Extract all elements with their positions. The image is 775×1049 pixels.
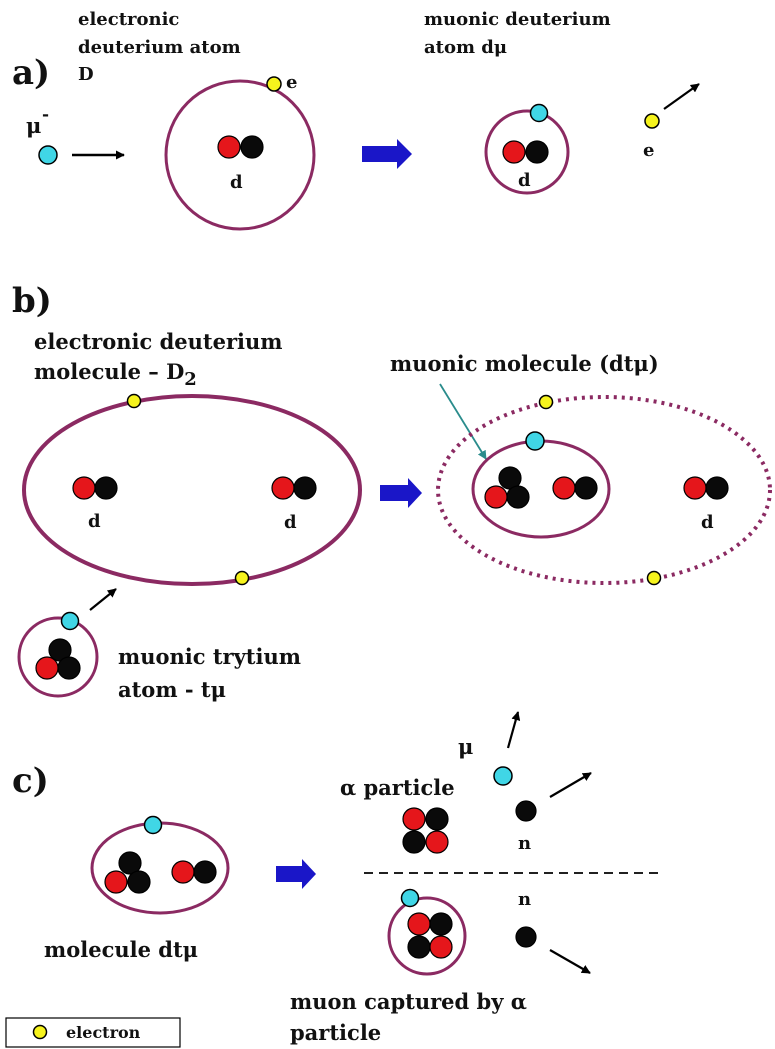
free-neutron	[515, 800, 537, 822]
muon-label: μ	[26, 113, 41, 138]
proton-nucleon	[429, 935, 453, 959]
muon-orbit	[484, 109, 570, 195]
ejected-electron-label: e	[643, 140, 654, 161]
muon-particle	[38, 145, 58, 165]
deuteron-label: d	[701, 512, 714, 533]
proton-nucleon	[683, 476, 707, 500]
neutron-nucleon	[402, 830, 426, 854]
legend-electron-icon	[32, 1024, 48, 1040]
neutron-escape-arrow	[549, 772, 592, 798]
proton-nucleon	[72, 476, 96, 500]
muonic-deuterium-label-line2: atom dμ	[424, 37, 507, 58]
bound-muon	[529, 103, 549, 123]
muon-escape-arrow	[506, 711, 521, 749]
neutron-label: n	[518, 833, 531, 854]
muon-charge: -	[42, 105, 49, 125]
free-muon	[493, 766, 513, 786]
deuteron-label: d	[518, 170, 531, 191]
neutron-nucleon	[240, 135, 264, 159]
deuterium-atom-label-line1: electronic	[78, 9, 179, 30]
electron-particle	[234, 570, 250, 586]
neutron-nucleon	[574, 476, 598, 500]
dashed-electron-cloud	[436, 395, 772, 585]
d2-electron-cloud	[22, 394, 362, 586]
legend-electron-label: electron	[66, 1023, 141, 1042]
electron-particle	[266, 76, 282, 92]
deuteron-label: d	[230, 172, 243, 193]
neutron-nucleon	[506, 485, 530, 509]
panel-c: c) molecule dtμ α particle μ n n	[12, 711, 662, 1045]
panel-a: a) electronic deuterium atom D μ - e d m…	[12, 9, 700, 231]
proton-nucleon	[407, 912, 431, 936]
transition-arrow	[380, 478, 422, 508]
neutron-nucleon	[57, 656, 81, 680]
bound-muon	[60, 611, 80, 631]
free-muon-label: μ	[458, 734, 473, 759]
muonic-tritium-orbit	[17, 616, 99, 698]
neutron-nucleon	[293, 476, 317, 500]
electron-particle	[126, 393, 142, 409]
captured-muon	[400, 888, 420, 908]
deuterium-atom-label-line3: D	[78, 64, 94, 85]
muonic-deuterium-label-line1: muonic deuterium	[424, 9, 611, 30]
electron-particle	[646, 570, 662, 586]
panel-c-letter: c)	[12, 761, 49, 801]
neutron-nucleon	[525, 140, 549, 164]
neutron-nucleon	[425, 807, 449, 831]
neutron-nucleon	[94, 476, 118, 500]
muonic-tritium-label-line1: muonic trytium	[118, 644, 301, 669]
neutron-escape-arrow	[549, 949, 591, 974]
proton-nucleon	[271, 476, 295, 500]
proton-nucleon	[484, 485, 508, 509]
transition-arrow	[276, 859, 316, 889]
callout-arrow	[439, 383, 487, 460]
muonic-tritium-label-line2: atom - tμ	[118, 677, 226, 702]
proton-nucleon	[502, 140, 526, 164]
electron-orbit	[164, 79, 316, 231]
d2-molecule-label-line2: molecule – D2	[34, 359, 197, 390]
panel-b: b) electronic deuterium molecule – D2 d …	[12, 281, 772, 702]
transition-arrow	[362, 139, 412, 169]
neutron-nucleon	[127, 870, 151, 894]
free-neutron	[515, 926, 537, 948]
bound-muon	[525, 431, 545, 451]
proton-nucleon	[35, 656, 59, 680]
panel-a-letter: a)	[12, 53, 50, 93]
panel-b-letter: b)	[12, 281, 52, 321]
captured-muon-label-line2: particle	[290, 1020, 381, 1045]
legend: electron	[5, 1017, 181, 1048]
neutron-nucleon	[193, 860, 217, 884]
proton-nucleon	[171, 860, 195, 884]
captured-muon-label-line1: muon captured by α	[290, 989, 527, 1014]
muonic-alpha-orbit	[387, 896, 467, 976]
neutron-nucleon	[705, 476, 729, 500]
bound-muon	[143, 815, 163, 835]
deuterium-atom-label-line2: deuterium atom	[78, 37, 241, 58]
proton-nucleon	[217, 135, 241, 159]
alpha-particle-label: α particle	[340, 775, 455, 800]
neutron-nucleon	[429, 912, 453, 936]
d2-molecule-label-line1: electronic deuterium	[34, 329, 283, 354]
neutron-label: n	[518, 889, 531, 910]
proton-nucleon	[104, 870, 128, 894]
molecule-dtmu-label: molecule dtμ	[44, 937, 198, 962]
electron-ejection-arrow	[663, 83, 700, 110]
ejected-electron	[644, 113, 660, 129]
proton-nucleon	[552, 476, 576, 500]
proton-nucleon	[402, 807, 426, 831]
proton-nucleon	[425, 830, 449, 854]
deuteron-label: d	[88, 511, 101, 532]
deuteron-label: d	[284, 512, 297, 533]
electron-particle	[538, 394, 554, 410]
tritium-motion-arrow	[89, 588, 117, 611]
neutron-nucleon	[407, 935, 431, 959]
electron-label: e	[286, 72, 297, 93]
neutron-nucleon	[118, 851, 142, 875]
muonic-molecule-label: muonic molecule (dtμ)	[390, 351, 659, 376]
